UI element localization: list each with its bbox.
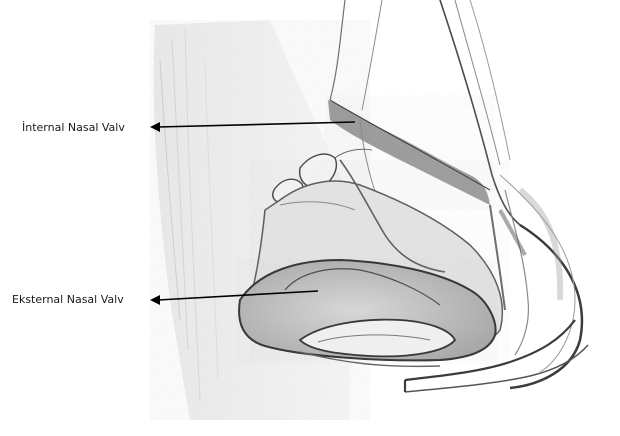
nostril [236, 258, 498, 364]
internal-nasal-valve-label: İnternal Nasal Valv [22, 121, 125, 134]
external-nasal-valve-label: Eksternal Nasal Valv [12, 293, 124, 306]
